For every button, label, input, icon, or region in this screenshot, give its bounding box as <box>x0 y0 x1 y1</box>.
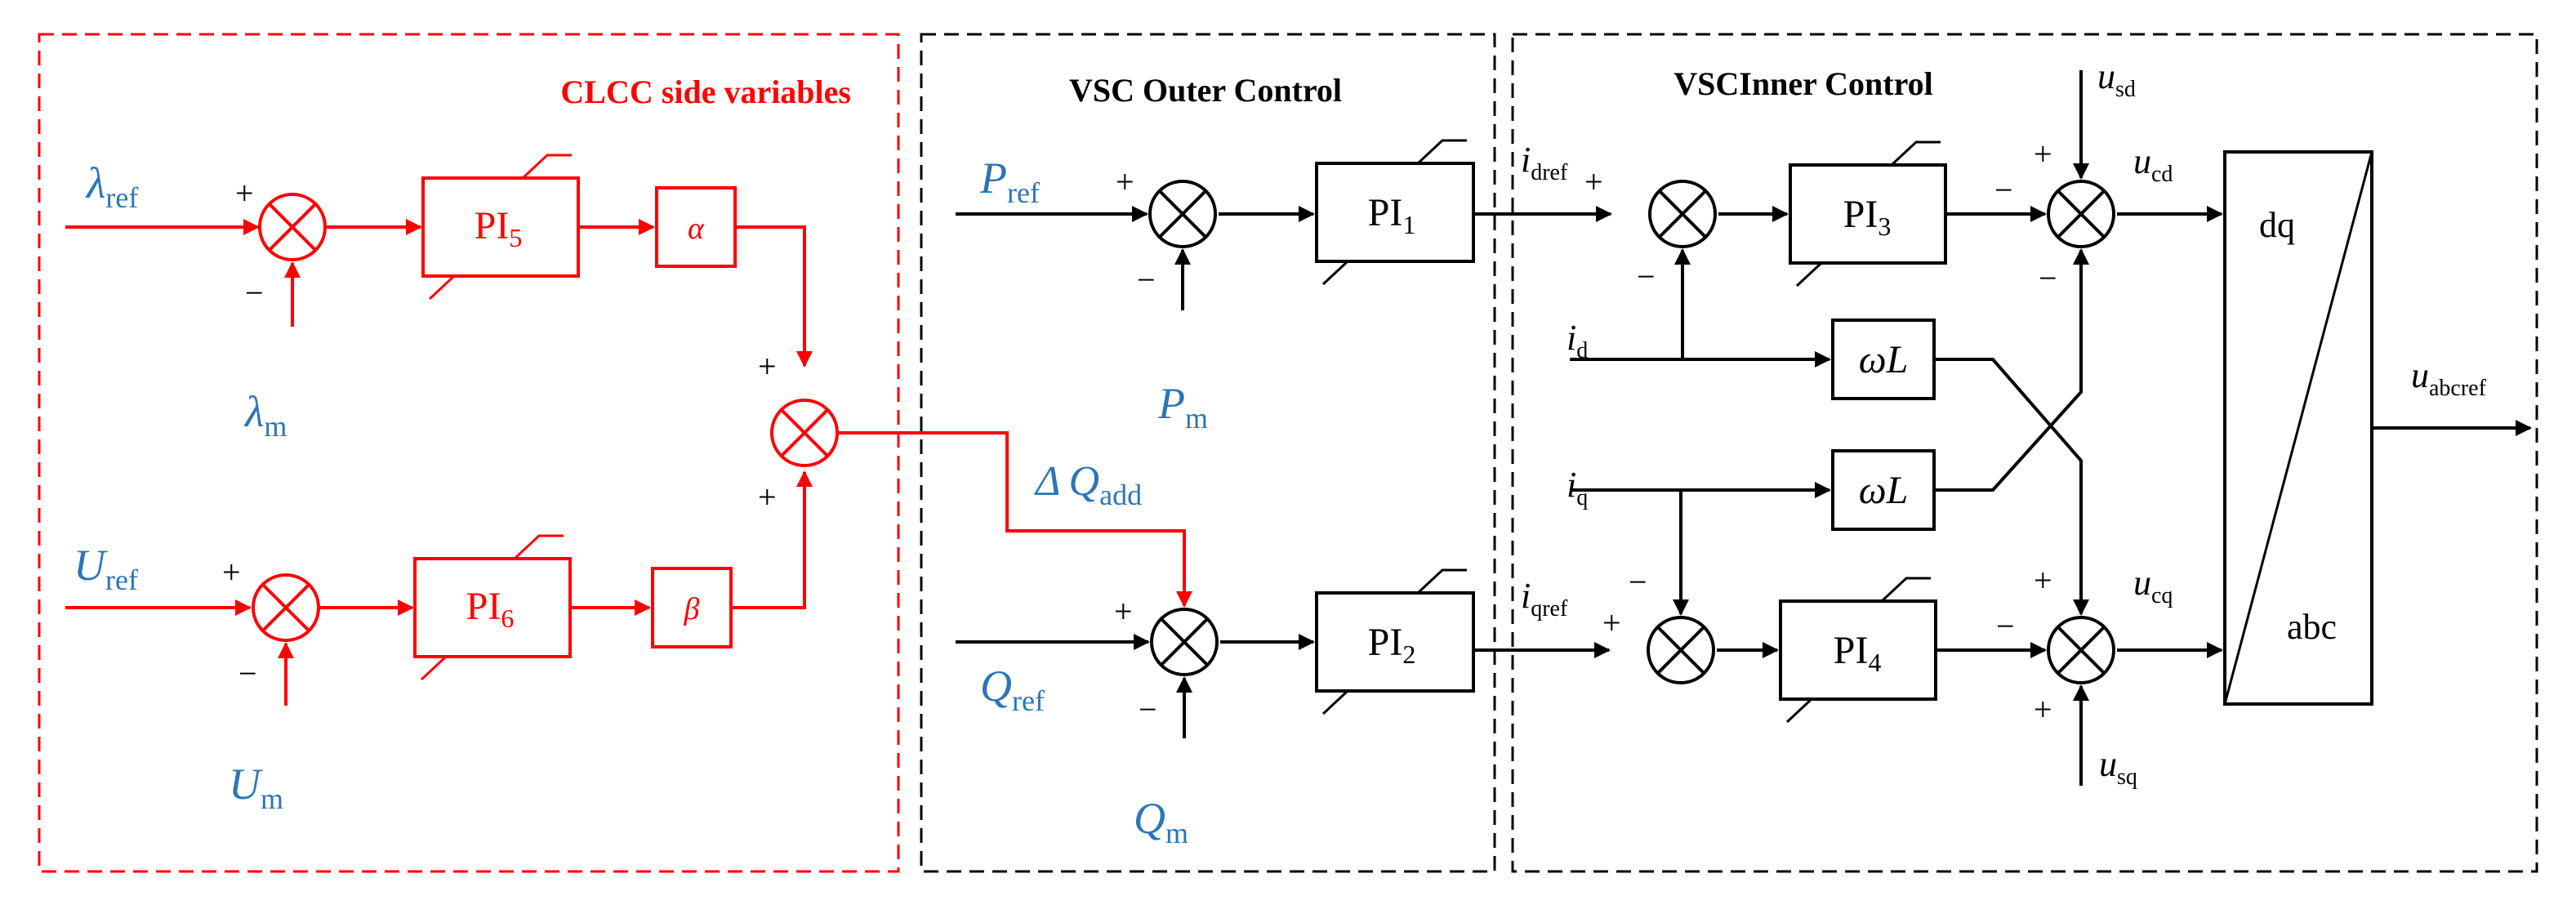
ucd-sum-minus-bottom-sign: − <box>2039 260 2057 296</box>
i-q-label: iq <box>1567 465 1588 510</box>
inner-control-wiring <box>1473 70 2532 786</box>
svg-text:PI4: PI4 <box>1834 629 1882 677</box>
id-sum-minus-sign: − <box>1637 258 1656 295</box>
ucd-sum-cross <box>2057 189 2106 238</box>
i-dref-label: idref <box>1521 140 1568 185</box>
id-sum-plus-sign: + <box>1584 163 1603 200</box>
clcc-sum-plus-bottom-sign: + <box>758 479 777 515</box>
iq-sum-plus-sign: + <box>1602 604 1621 641</box>
pi3-block: PI3 <box>1789 140 1947 287</box>
svg-text:α: α <box>688 212 705 246</box>
inner-control-frame <box>1511 33 2538 873</box>
svg-text:PI3: PI3 <box>1843 193 1892 241</box>
q-ref-label: Qref <box>980 662 1045 717</box>
u-sum-cross <box>261 583 310 632</box>
q-sum-cross <box>1160 617 1209 666</box>
pi4-block: PI4 <box>1779 577 1937 724</box>
svg-text:PI2: PI2 <box>1368 621 1416 669</box>
pi6-block: PI6 <box>413 534 572 681</box>
pi5-block: PI5 <box>421 154 580 301</box>
lambda-sum-minus-sign: − <box>245 274 264 311</box>
svg-text:PI1: PI1 <box>1368 191 1416 239</box>
ucq-sum-plus-bottom-sign: + <box>2034 691 2052 728</box>
iq-sum-minus-sign: − <box>1629 564 1647 600</box>
ucq-sum-minus-left-sign: − <box>1996 608 2015 644</box>
u-abcref-label: uabcref <box>2411 355 2487 401</box>
p-sum-cross <box>1158 189 1207 238</box>
p-ref-label: Pref <box>979 154 1040 209</box>
iq-sum-cross <box>1656 626 1705 675</box>
lambda-ref-label: λref <box>85 158 138 214</box>
svg-text:β: β <box>684 592 700 626</box>
svg-text:PI6: PI6 <box>466 585 515 633</box>
clcc-output-sum-cross <box>780 408 829 457</box>
outer-control-wiring <box>956 206 1315 738</box>
svg-text:abc: abc <box>2287 607 2337 647</box>
ucq-sum-plus-top-sign: + <box>2034 562 2052 599</box>
ucd-sum-plus-sign: + <box>2034 136 2052 172</box>
outer-control-frame <box>920 33 1496 873</box>
svg-text:dq: dq <box>2259 205 2295 245</box>
id-sum-cross <box>1658 189 1707 238</box>
omega-l-bottom-block: ωL <box>1831 449 1936 531</box>
beta-block: β <box>651 567 733 648</box>
q-sum-minus-sign: − <box>1139 691 1157 728</box>
lambda-m-label: λm <box>243 387 287 443</box>
omega-l-top-block: ωL <box>1831 319 1936 400</box>
inner-control-title: VSCInner Control <box>1674 65 1932 102</box>
clcc-lambda-branch <box>65 219 813 368</box>
pi2-block: PI2 <box>1315 568 1475 715</box>
p-sum-minus-sign: − <box>1137 261 1156 298</box>
clcc-section-title: CLCC side variables <box>560 74 851 110</box>
lambda-sum-plus-sign: + <box>235 175 254 212</box>
svg-text:ωL: ωL <box>1859 469 1909 512</box>
u-cd-label: ucd <box>2133 141 2173 187</box>
u-sum-minus-sign: − <box>238 655 257 692</box>
q-m-label: Qm <box>1134 794 1188 849</box>
u-sd-label: usd <box>2097 56 2136 102</box>
clcc-u-branch <box>65 431 1192 706</box>
lambda-sum-cross <box>268 203 317 252</box>
u-cq-label: ucq <box>2133 563 2173 608</box>
clcc-sum-plus-top-sign: + <box>758 348 777 385</box>
i-qref-label: iqref <box>1521 576 1568 622</box>
u-ref-label: Uref <box>74 541 138 596</box>
u-sum-plus-sign: + <box>222 554 241 590</box>
p-sum-plus-sign: + <box>1116 163 1134 200</box>
pi1-block: PI1 <box>1315 139 1475 286</box>
u-m-label: Um <box>229 760 283 815</box>
p-m-label: Pm <box>1157 379 1208 434</box>
u-sq-label: usq <box>2099 744 2137 790</box>
svg-text:PI5: PI5 <box>475 204 523 252</box>
i-d-label: id <box>1567 318 1588 363</box>
outer-control-title: VSC Outer Control <box>1069 72 1342 109</box>
svg-text:ωL: ωL <box>1859 338 1909 381</box>
alpha-block: α <box>655 186 737 268</box>
dq-abc-transform-block: dq abc <box>2223 150 2373 706</box>
ucd-sum-minus-left-sign: − <box>1994 172 2013 208</box>
clcc-section-frame <box>38 33 900 873</box>
ucq-sum-cross <box>2057 626 2106 675</box>
q-sum-plus-sign: + <box>1114 593 1133 630</box>
